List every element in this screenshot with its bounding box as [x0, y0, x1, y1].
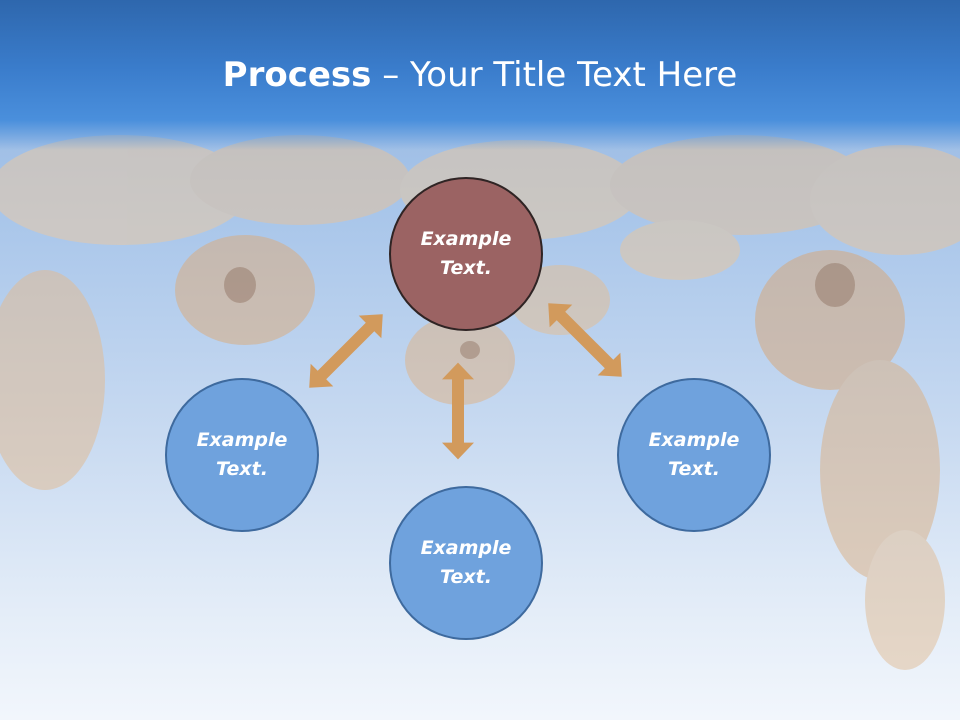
bottom-node-label: Example Text. — [420, 537, 512, 588]
bottom-node[interactable]: Example Text. — [389, 486, 543, 640]
right-node[interactable]: Example Text. — [617, 378, 771, 532]
center-node-label: Example Text. — [420, 228, 512, 279]
left-node-label: Example Text. — [196, 429, 288, 480]
center-node[interactable]: Example Text. — [389, 177, 543, 331]
slide-title: Process – Your Title Text Here — [0, 52, 960, 98]
title-strong: Process — [222, 55, 372, 95]
title-separator: – — [371, 55, 411, 95]
title-bar — [0, 0, 960, 150]
right-node-label: Example Text. — [648, 429, 740, 480]
left-node[interactable]: Example Text. — [165, 378, 319, 532]
title-rest: Your Title Text Here — [410, 55, 738, 95]
